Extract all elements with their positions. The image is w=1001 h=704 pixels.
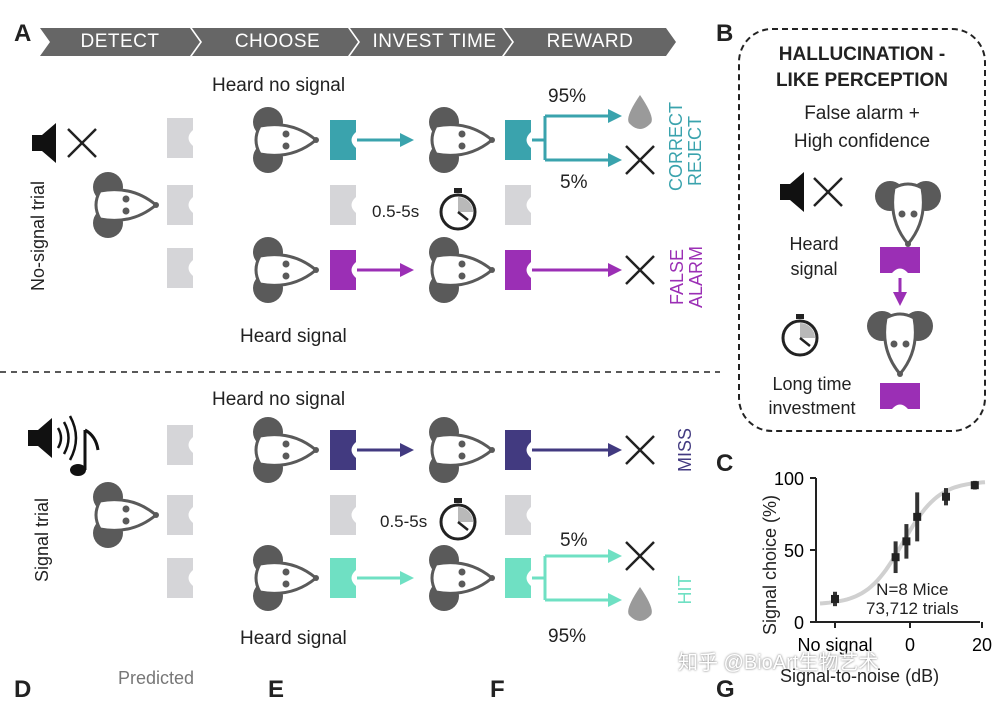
invest-mouse-icon bbox=[427, 105, 497, 175]
timer-label-1: 0.5-5s bbox=[372, 202, 420, 221]
no-signal-x-icon bbox=[66, 127, 98, 159]
chart-annotation: N=8 Mice 73,712 trials bbox=[866, 580, 959, 618]
prob-95-bottom: 95% bbox=[548, 626, 587, 647]
panel-label-e: E bbox=[268, 676, 285, 703]
stage-choose: CHOOSE bbox=[234, 31, 321, 52]
timer-icon bbox=[439, 186, 477, 231]
hit-drop-icon bbox=[628, 587, 652, 621]
miss-x-icon bbox=[624, 434, 656, 466]
panel-b-long-time: Long time investment bbox=[768, 374, 856, 418]
data-point bbox=[902, 537, 911, 546]
panel-b-box bbox=[738, 28, 986, 432]
signal-speaker-icon bbox=[28, 418, 52, 458]
detect-mouse-icon bbox=[91, 170, 161, 240]
false-alarm-x-icon bbox=[624, 254, 656, 286]
panel-b-diagram bbox=[780, 172, 943, 409]
stage-invest-time: INVEST TIME bbox=[372, 31, 497, 52]
x-tick-label: 20 bbox=[972, 635, 992, 655]
data-point bbox=[913, 512, 922, 521]
correct-reject-label: CORRECT REJECT bbox=[666, 102, 705, 191]
data-point bbox=[970, 481, 979, 490]
panel-label-a: A bbox=[14, 20, 32, 47]
no-signal-trial-label: No-signal trial bbox=[28, 180, 48, 292]
chart-xlabel: Signal-to-noise (dB) bbox=[780, 666, 940, 686]
no-signal-speaker-icon bbox=[32, 123, 56, 163]
panel-label-d: D bbox=[14, 676, 32, 703]
panel-b-title: HALLUCINATION - LIKE PERCEPTION bbox=[775, 44, 949, 91]
x-tick-label: 0 bbox=[905, 635, 915, 655]
panel-a-diagram bbox=[0, 95, 720, 621]
heard-signal-label-2: Heard signal bbox=[240, 628, 347, 649]
panel-b-subtitle: False alarm + High confidence bbox=[793, 103, 931, 152]
hit-label: HIT bbox=[675, 575, 695, 605]
prob-5-bottom: 5% bbox=[560, 530, 588, 551]
stage-reward: REWARD bbox=[546, 31, 634, 52]
predicted-label: Predicted bbox=[118, 668, 195, 688]
data-point bbox=[891, 553, 900, 562]
stage-detect: DETECT bbox=[80, 31, 160, 52]
false-alarm-mouse-icon bbox=[251, 235, 321, 305]
prob-5-top: 5% bbox=[560, 172, 588, 193]
heard-no-signal-label-2: Heard no signal bbox=[212, 389, 346, 410]
water-drop-icon bbox=[628, 95, 652, 129]
chart-ylabel: Signal choice (%) bbox=[760, 494, 780, 636]
panel-label-b: B bbox=[716, 20, 734, 47]
data-point bbox=[942, 492, 950, 501]
watermark: 知乎 @BioArt生物艺术 bbox=[678, 652, 879, 674]
y-tick-label: 100 bbox=[774, 469, 804, 489]
timer-label-2: 0.5-5s bbox=[380, 512, 428, 531]
y-tick-label: 0 bbox=[794, 613, 804, 633]
miss-label: MISS bbox=[675, 428, 695, 473]
music-note-icon bbox=[70, 428, 100, 476]
y-tick-label: 50 bbox=[784, 541, 804, 561]
hit-x-icon bbox=[624, 540, 656, 572]
heard-no-signal-label-1: Heard no signal bbox=[212, 75, 346, 96]
panel-label-g: G bbox=[716, 676, 735, 703]
panel-label-c: C bbox=[716, 450, 734, 477]
x-tick-label: No signal bbox=[797, 635, 872, 655]
prob-95-top: 95% bbox=[548, 86, 587, 107]
reject-x-icon bbox=[624, 144, 656, 176]
panel-label-f: F bbox=[490, 676, 505, 703]
heard-signal-label-1: Heard signal bbox=[240, 326, 347, 347]
data-point bbox=[831, 594, 839, 603]
false-alarm-label: FALSE ALARM bbox=[667, 246, 706, 309]
choose-mouse-icon bbox=[251, 105, 321, 175]
stage-banner bbox=[40, 28, 676, 56]
signal-trial-label: Signal trial bbox=[32, 497, 52, 583]
panel-b-heard-signal: Heard signal bbox=[789, 234, 839, 279]
